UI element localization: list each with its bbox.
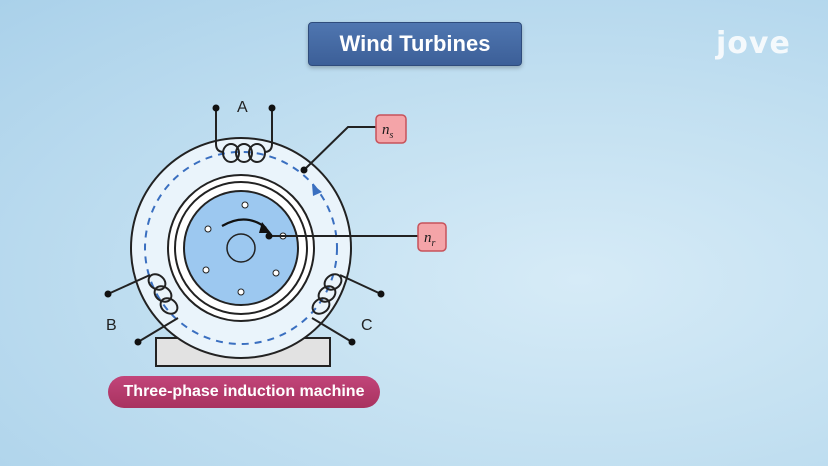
terminal-b1 (104, 290, 112, 298)
diagram-caption: Three-phase induction machine (108, 376, 380, 408)
rotor-bar (241, 201, 249, 209)
rotor-bar (272, 269, 280, 277)
ns-leader-line (303, 126, 376, 171)
coil-b (107, 273, 179, 343)
coil-c (311, 273, 382, 343)
field-arrow-head (312, 184, 322, 196)
ns-leader-dot (300, 166, 308, 174)
terminal-c1 (377, 290, 385, 298)
rotor-bar (202, 266, 210, 274)
rotor-bar (204, 225, 212, 233)
nr-leader-dot (265, 232, 273, 240)
terminal-c2 (348, 338, 356, 346)
terminal-a1 (212, 104, 220, 112)
ns-symbol: n (382, 122, 390, 138)
rotating-field-path (144, 151, 338, 345)
nr-tag-label: nr (424, 230, 436, 249)
phase-label-c: C (361, 317, 373, 334)
nr-symbol: n (424, 230, 432, 246)
ns-tag (375, 114, 407, 144)
nr-subscript: r (432, 238, 436, 249)
rotor-bar (237, 288, 245, 296)
phase-label-b: B (106, 317, 117, 334)
phase-label-a: A (237, 99, 248, 116)
coil-a (215, 108, 273, 163)
terminal-b2 (134, 338, 142, 346)
ns-subscript: s (390, 130, 394, 141)
jove-logo: jove (716, 26, 791, 61)
nr-tag (417, 222, 447, 252)
rotor-arrow-head (259, 222, 271, 233)
rotor-shaft (226, 233, 256, 263)
ns-tag-label: ns (382, 122, 394, 141)
terminal-a2 (268, 104, 276, 112)
page-title: Wind Turbines (308, 22, 522, 66)
